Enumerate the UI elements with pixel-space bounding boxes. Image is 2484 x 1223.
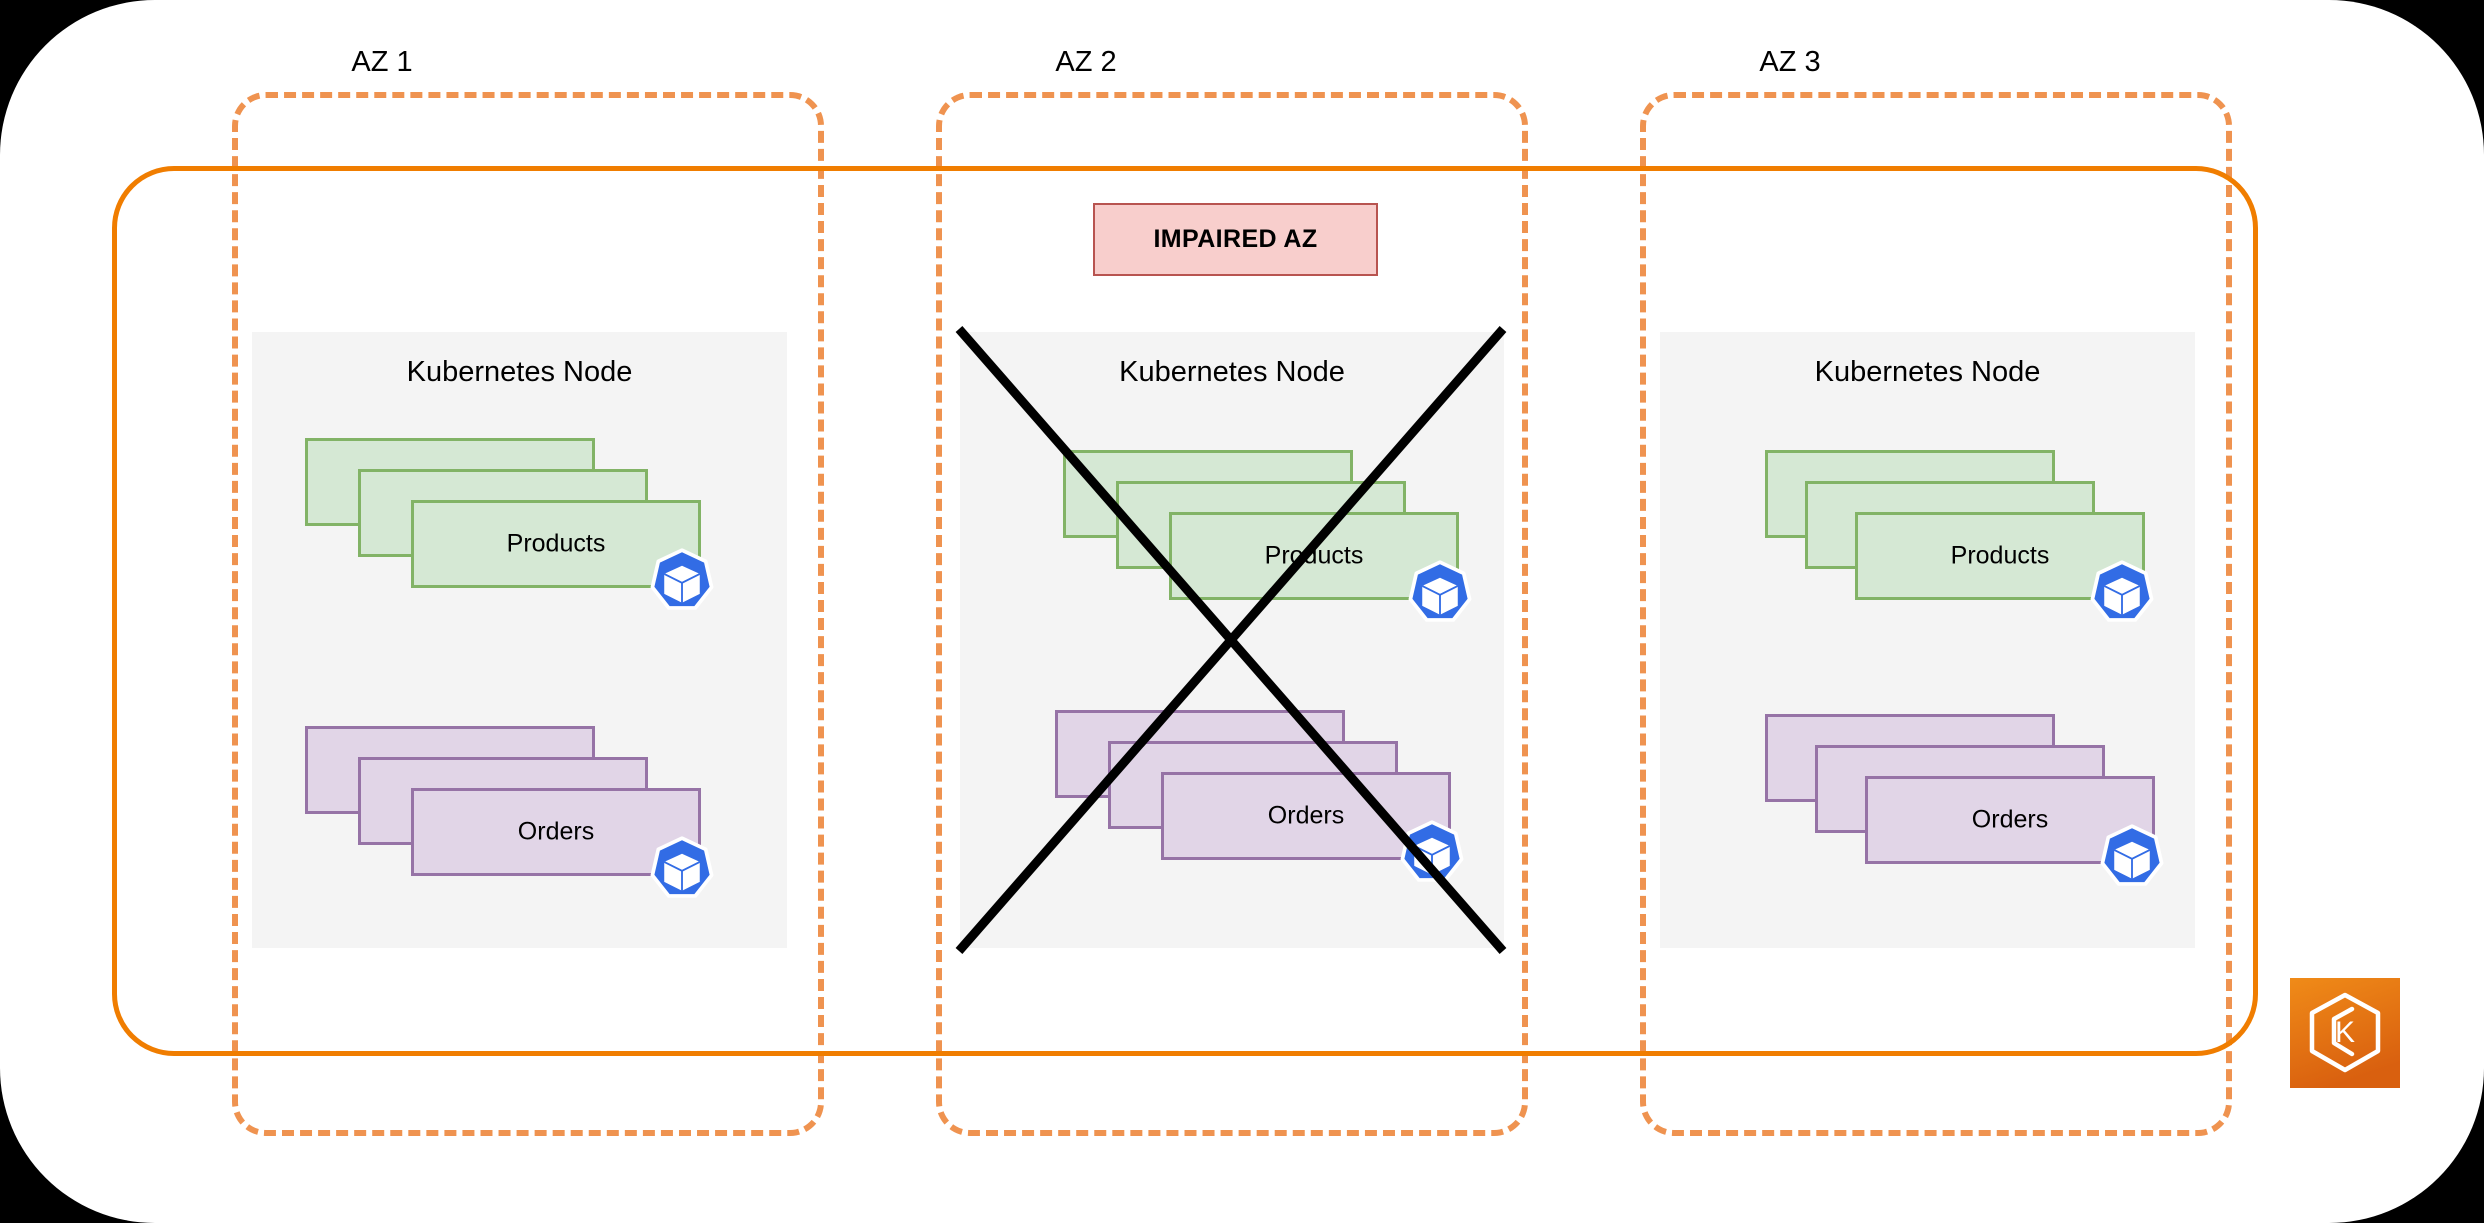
az-label-1: AZ 1 — [351, 46, 413, 78]
az-zone-3 — [1640, 92, 2232, 1136]
pod-replica[interactable]: Orders — [411, 788, 701, 876]
kubernetes-icon — [645, 836, 719, 910]
kubernetes-icon — [645, 548, 719, 622]
pod-replica[interactable]: Products — [411, 500, 701, 588]
az-label-2: AZ 2 — [1055, 46, 1117, 78]
az-zone-1 — [232, 92, 824, 1136]
pod-stack-products-az1: Products — [305, 438, 725, 628]
pod-stack-orders-az3: Orders — [1765, 714, 2185, 904]
k8s-node-az2: Kubernetes Node Products Orders — [960, 332, 1504, 948]
kubernetes-icon — [1395, 820, 1469, 894]
kubernetes-icon — [2085, 560, 2159, 634]
impaired-az-badge: IMPAIRED AZ — [1093, 203, 1378, 276]
kubernetes-icon — [1403, 560, 1477, 634]
pod-stack-products-az3: Products — [1765, 450, 2185, 640]
pod-label-orders: Orders — [517, 817, 595, 846]
k8s-node-az3: Kubernetes Node Products Orders — [1660, 332, 2195, 948]
node-title-az2: Kubernetes Node — [1119, 356, 1345, 388]
pod-label-products: Products — [1950, 541, 2050, 570]
node-title-az1: Kubernetes Node — [406, 356, 633, 388]
eks-cluster-boundary — [112, 166, 2258, 1056]
node-title-az3: Kubernetes Node — [1814, 356, 2041, 388]
kubernetes-icon — [2095, 824, 2169, 898]
az-label-3: AZ 3 — [1759, 46, 1821, 78]
pod-label-products: Products — [506, 529, 606, 558]
pod-stack-orders-az2: Orders — [1055, 710, 1475, 900]
pod-stack-orders-az1: Orders — [305, 726, 725, 916]
eks-logo-letter: K — [2335, 1016, 2355, 1049]
az-zone-2 — [936, 92, 1528, 1136]
pod-label-orders: Orders — [1971, 805, 2049, 834]
k8s-node-az1: Kubernetes Node Products Orders — [252, 332, 787, 948]
pod-stack-products-az2: Products — [1063, 450, 1483, 640]
aws-eks-logo-icon: K — [2290, 978, 2400, 1088]
